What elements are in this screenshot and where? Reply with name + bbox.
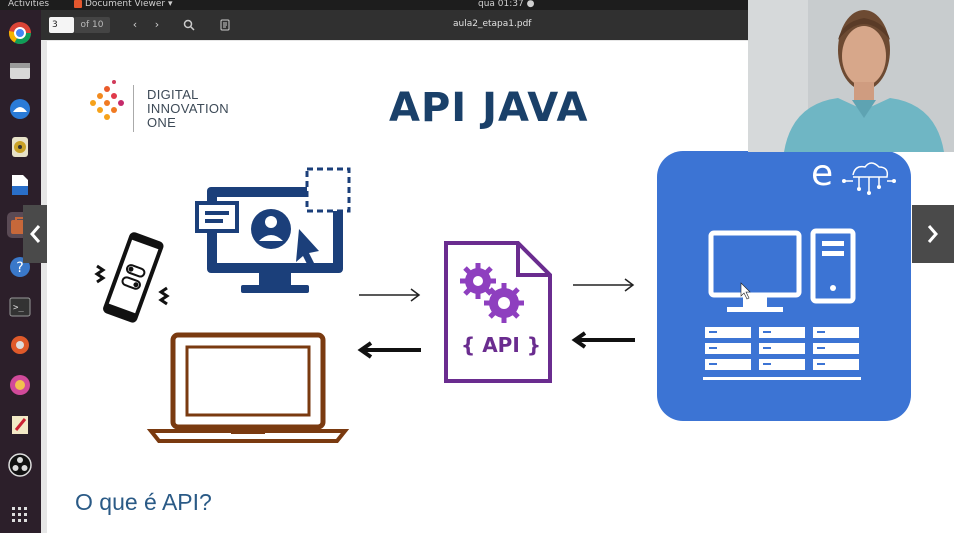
dio-logo-mark bbox=[90, 80, 124, 120]
system-top-bar: Activities Document Viewer ▾ qua 01:37 ● bbox=[0, 0, 954, 10]
laptop-icon bbox=[146, 332, 350, 443]
arrow-right-thin-icon bbox=[359, 288, 421, 302]
app-menu[interactable]: Document Viewer ▾ bbox=[74, 0, 172, 9]
logo-line-3: ONE bbox=[147, 115, 177, 130]
presenter-video-frame bbox=[748, 0, 954, 152]
slide-title: API JAVA bbox=[389, 85, 589, 131]
svg-text:?: ? bbox=[16, 260, 23, 276]
logo-divider bbox=[133, 85, 134, 132]
thunderbird-icon[interactable] bbox=[7, 96, 33, 122]
next-page-button[interactable] bbox=[912, 205, 954, 263]
obs-icon[interactable] bbox=[7, 452, 33, 478]
chevron-right-icon[interactable]: › bbox=[154, 18, 160, 31]
dio-logo-text: DIGITAL INNOVATION ONE bbox=[147, 88, 229, 130]
settings-icon[interactable] bbox=[7, 332, 33, 358]
arrow-left-bold-icon-2 bbox=[571, 331, 635, 349]
text-editor-icon[interactable] bbox=[7, 412, 33, 438]
libreoffice-writer-icon[interactable] bbox=[7, 172, 33, 198]
desktop-monitor-icon bbox=[195, 167, 351, 293]
logo-line-2: INNOVATION bbox=[147, 101, 229, 116]
svg-text:>_: >_ bbox=[13, 303, 24, 313]
server-panel bbox=[657, 151, 911, 421]
api-label: { API } bbox=[461, 333, 541, 357]
dock: ? >_ bbox=[0, 10, 41, 533]
files-icon[interactable] bbox=[7, 58, 33, 84]
document-viewer-icon bbox=[74, 0, 82, 8]
chevron-left-icon[interactable]: ‹ bbox=[132, 18, 138, 31]
screenshot-icon[interactable] bbox=[7, 372, 33, 398]
webcam-overlay bbox=[748, 0, 954, 152]
arrow-right-thin-icon-2 bbox=[573, 278, 635, 292]
clipboard-icon[interactable] bbox=[217, 17, 233, 33]
document-viewer-window: 3 of 10 ‹ › aula2_etapa1.pdf DIGITAL INN… bbox=[23, 10, 954, 533]
activities-button[interactable]: Activities bbox=[8, 0, 50, 9]
search-icon[interactable] bbox=[181, 17, 197, 33]
terminal-icon[interactable]: >_ bbox=[7, 294, 33, 320]
pdf-slide-page: DIGITAL INNOVATION ONE API JAVA bbox=[47, 41, 954, 533]
page-number-input[interactable]: 3 bbox=[49, 17, 74, 33]
show-apps-icon[interactable] bbox=[7, 502, 33, 528]
page-total-label: of 10 bbox=[74, 17, 110, 33]
slide-question: O que é API? bbox=[75, 489, 212, 515]
logo-line-1: DIGITAL bbox=[147, 87, 199, 102]
app-menu-label: Document Viewer ▾ bbox=[85, 0, 173, 9]
clock[interactable]: qua 01:37 ● bbox=[478, 0, 535, 9]
arrow-left-bold-icon bbox=[357, 341, 421, 359]
api-document-icon bbox=[444, 241, 552, 383]
server-badge-letter: e bbox=[811, 153, 834, 194]
chrome-icon[interactable] bbox=[7, 20, 33, 46]
document-filename: aula2_etapa1.pdf bbox=[453, 19, 532, 29]
smartphone-icon bbox=[94, 232, 170, 323]
rhythmbox-icon[interactable] bbox=[7, 134, 33, 160]
previous-page-button[interactable] bbox=[23, 205, 47, 263]
